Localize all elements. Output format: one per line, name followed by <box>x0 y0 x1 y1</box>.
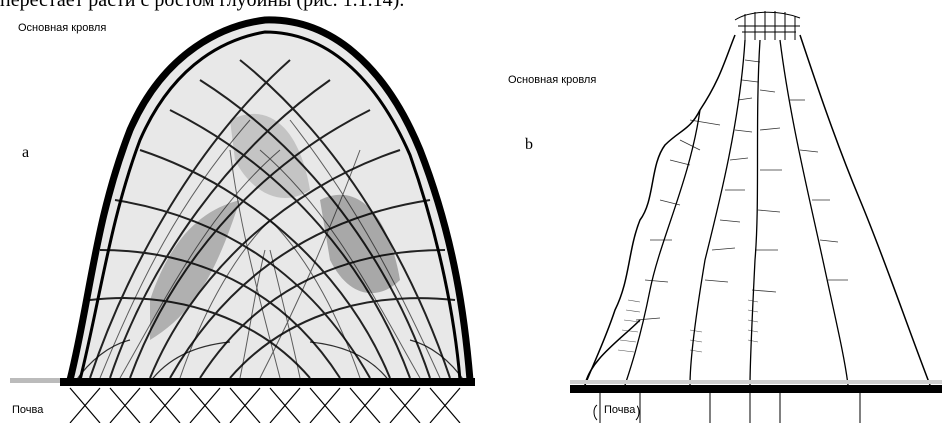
panel-b-letter: b <box>525 136 533 154</box>
panel-b-below-floor-lines <box>600 393 860 423</box>
panel-b-outline-right <box>800 35 930 385</box>
panel-b-floor-bar <box>570 385 942 393</box>
panel-a-below-floor-lines <box>70 388 460 423</box>
panel-a-soil-label: Почва <box>10 404 45 416</box>
panel-a-roof-label: Основная кровля <box>18 22 106 34</box>
panel-b-roof-label: Основная кровля <box>508 74 596 86</box>
panel-b-soil-label: Почва <box>602 404 637 416</box>
panel-a-figure <box>10 20 475 423</box>
panel-a-letter: a <box>22 144 29 162</box>
panel-a-floor-bar <box>60 378 475 386</box>
panel-b-outline-left <box>585 35 735 385</box>
panel-b-figure <box>570 11 942 423</box>
panel-b-top-cap <box>735 11 800 40</box>
